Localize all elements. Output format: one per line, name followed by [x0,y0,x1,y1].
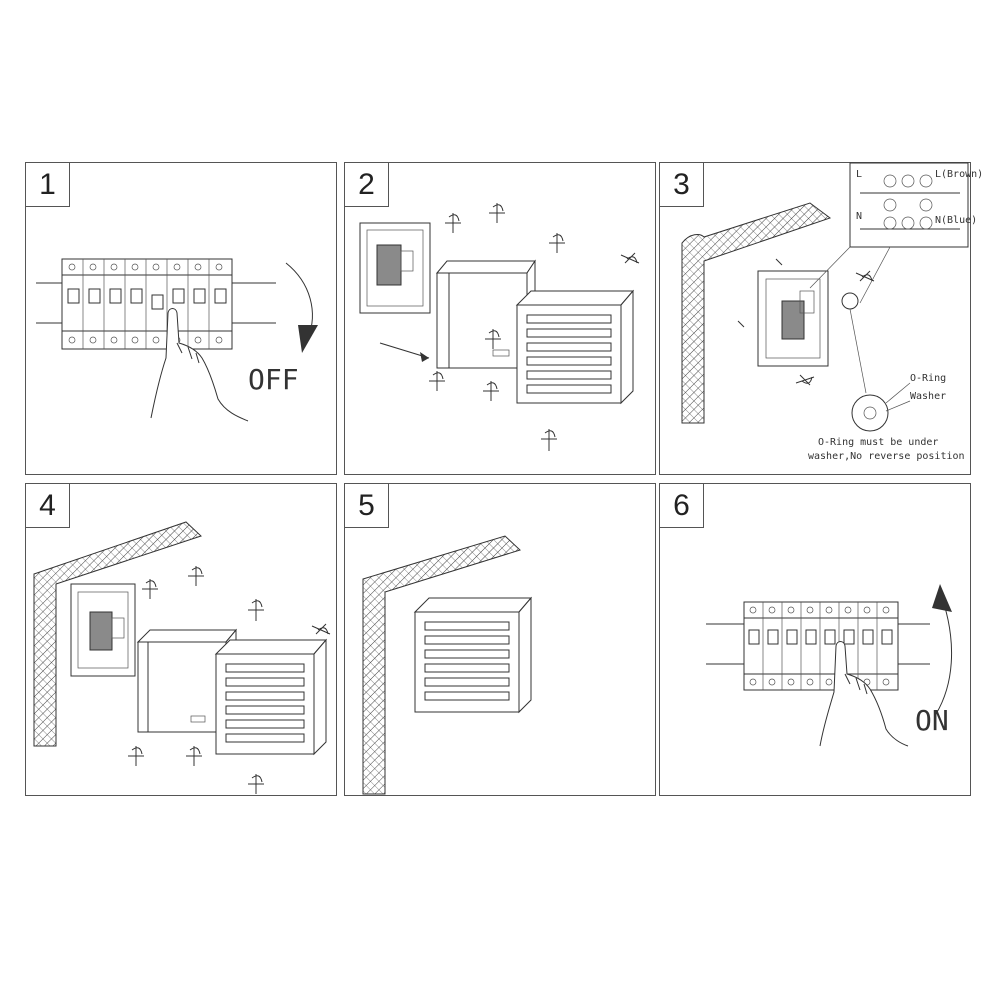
circuit-breaker-row [61,258,233,350]
washer-detail-callout: O-Ring Washer [841,292,946,432]
screw-rotation-icons [429,203,640,451]
mounting-plate [757,270,829,367]
on-label: ON [915,704,949,737]
hand-icon [819,641,909,747]
circuit-breaker-row [743,601,899,691]
oring-note-line1: O-Ring must be under [818,437,938,448]
step-panel-2: 2 [344,162,656,475]
washer-label: Washer [910,391,946,402]
wall-corner [362,535,521,795]
step-panel-1: 1 [25,162,337,475]
direction-arrow-icon [379,342,430,362]
oring-label: O-Ring [910,373,946,384]
installed-lamp-illustration [362,535,533,795]
louvre-lamp [413,596,533,714]
disassembly-illustration [359,203,640,451]
hand-icon [150,308,249,422]
louvre-cover [214,638,328,756]
rotate-down-arrow-icon [285,262,318,353]
mounting-plate [359,222,431,314]
step-number: 6 [660,484,704,528]
step-number: 3 [660,163,704,207]
terminal-blue-label: N(Blue) [935,215,977,226]
step-number: 1 [26,163,70,207]
step-panel-3: 3 L N L(Brown) N(Blue) [659,162,983,475]
step-panel-6: 6 [659,483,971,796]
wall-corner [681,202,832,424]
terminal-brown-label: L(Brown) [935,169,983,180]
wall-corner [33,521,202,747]
step-number: 5 [345,484,389,528]
terminal-n-label: N [856,211,862,222]
mounting-plate [70,583,136,677]
din-rail [706,623,930,665]
step-number: 2 [345,163,389,207]
off-label: OFF [248,363,299,396]
screw-rotation-icons [737,258,875,386]
step-number: 4 [26,484,70,528]
oring-note-line2: washer,No reverse position [808,451,965,462]
breaker-on-illustration: ON [706,584,952,747]
rotate-up-arrow-icon [932,584,952,715]
assembly-illustration [33,521,331,794]
louvre-cover [515,289,635,405]
screw-rotation-icons [128,566,331,794]
din-rail [36,282,276,324]
step-panel-5: 5 [344,483,656,796]
wiring-illustration: L N L(Brown) N(Blue) O-Ring Washer O-Rin… [681,162,983,462]
terminal-l-label: L [856,169,862,180]
step-panel-4: 4 [25,483,337,796]
breaker-off-illustration: OFF [36,258,318,422]
terminal-block-callout: L N L(Brown) N(Blue) [809,162,983,304]
